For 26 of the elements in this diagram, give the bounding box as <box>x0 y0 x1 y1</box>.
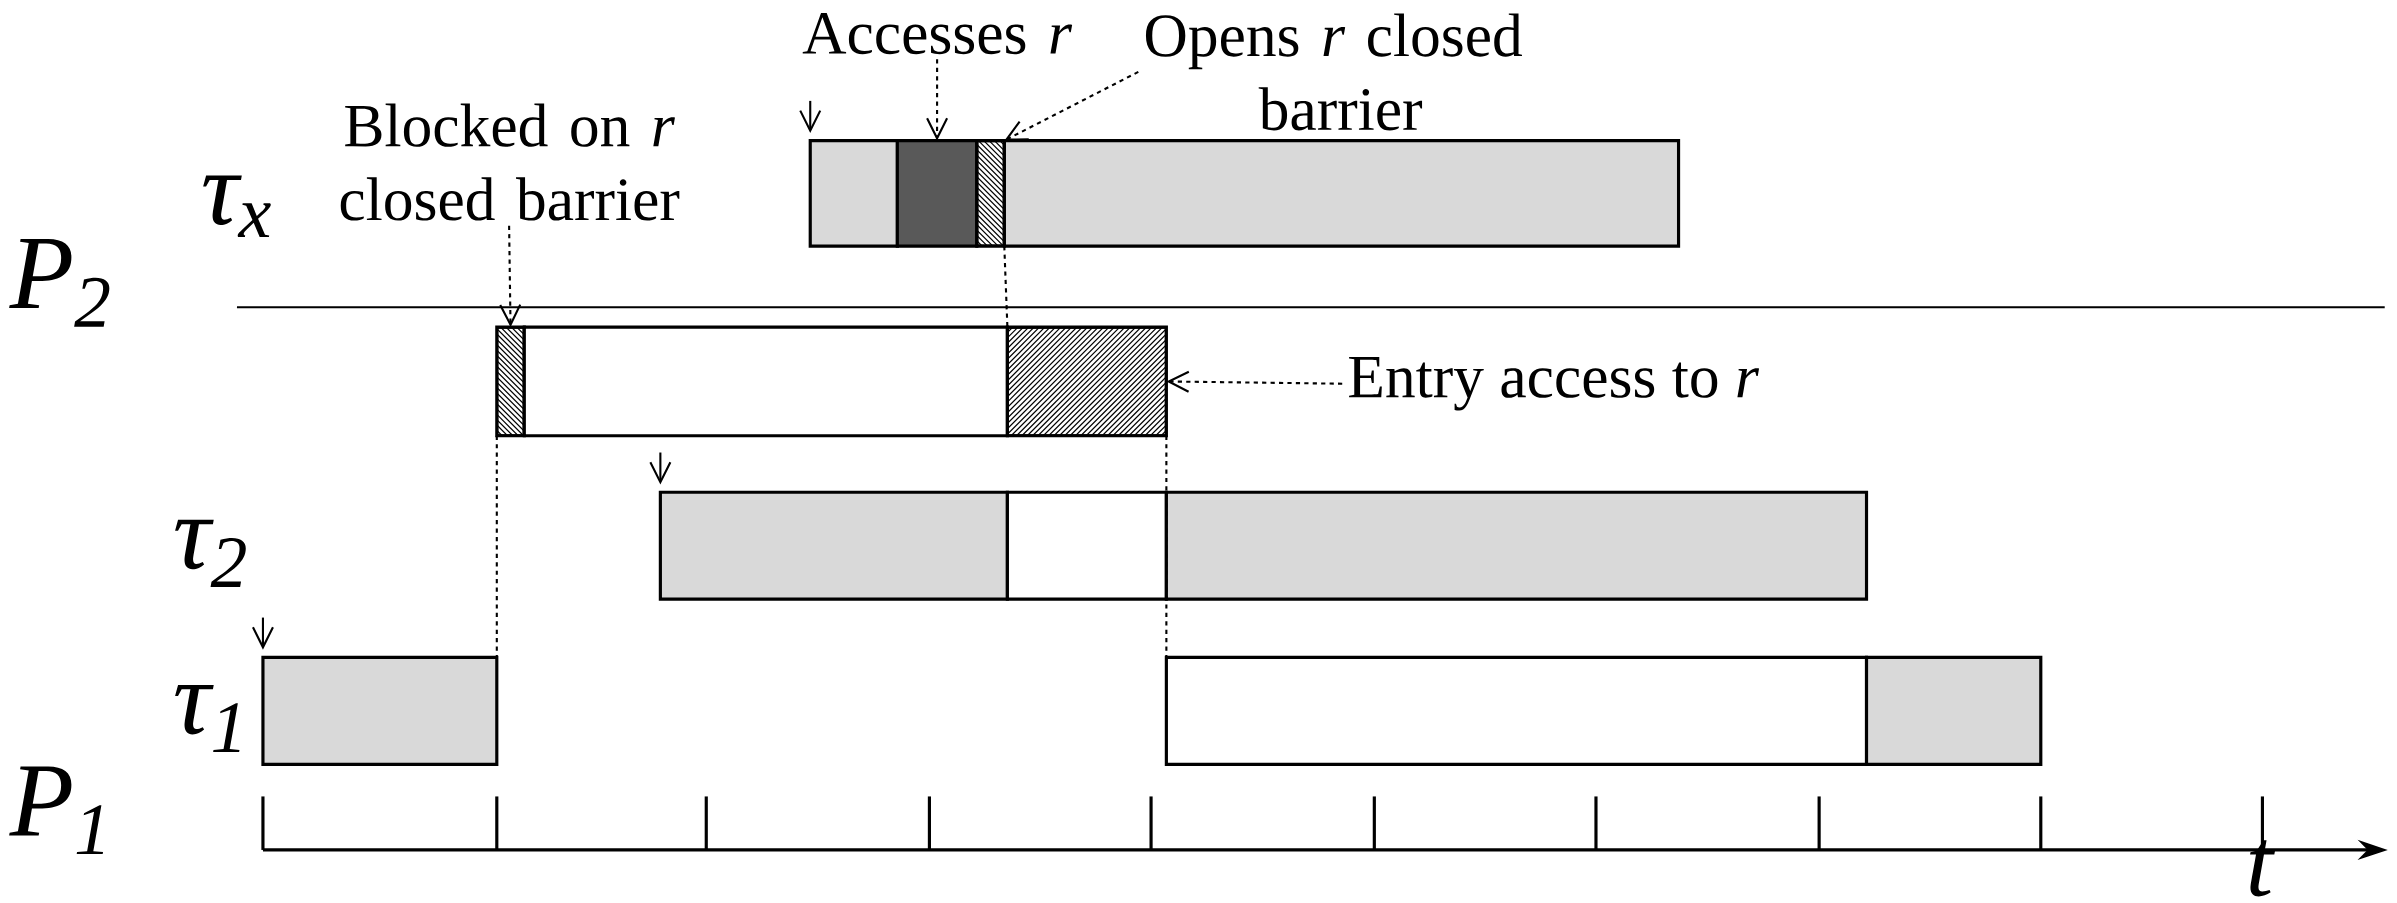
leader-line <box>1004 70 1139 141</box>
axis-label: P$_{2}$ <box>9 238 110 327</box>
axis-label: τ$_{1}$ <box>175 684 240 752</box>
alignment-line <box>1165 435 1168 658</box>
execution-bar <box>1005 490 1168 601</box>
annotation-text: Blocked on r closed barrier <box>340 103 680 221</box>
execution-bar <box>975 138 1006 248</box>
leader-line <box>1166 370 1343 393</box>
execution-bar <box>495 325 526 438</box>
alignment-line <box>495 435 498 658</box>
annotation-text: Accesses r <box>802 12 1073 54</box>
alignment-line <box>1003 245 1009 327</box>
annotation-text: Entry access to r <box>1349 356 1760 411</box>
execution-bar <box>1164 490 1869 601</box>
execution-bar <box>808 138 899 248</box>
execution-bar <box>1002 138 1681 248</box>
axis-label: τ$_{x}$ <box>203 175 271 237</box>
execution-bar <box>658 490 1009 601</box>
execution-bar <box>261 655 499 766</box>
execution-bar <box>1864 655 2043 766</box>
annotation-text: Opens r closed barrier <box>1145 13 1522 131</box>
axis-label: P$_{1}$ <box>9 766 104 854</box>
execution-bar <box>1005 325 1168 438</box>
axis-label: τ$_{2}$ <box>175 519 246 587</box>
leader-line <box>499 225 522 327</box>
leader-line <box>926 59 949 141</box>
